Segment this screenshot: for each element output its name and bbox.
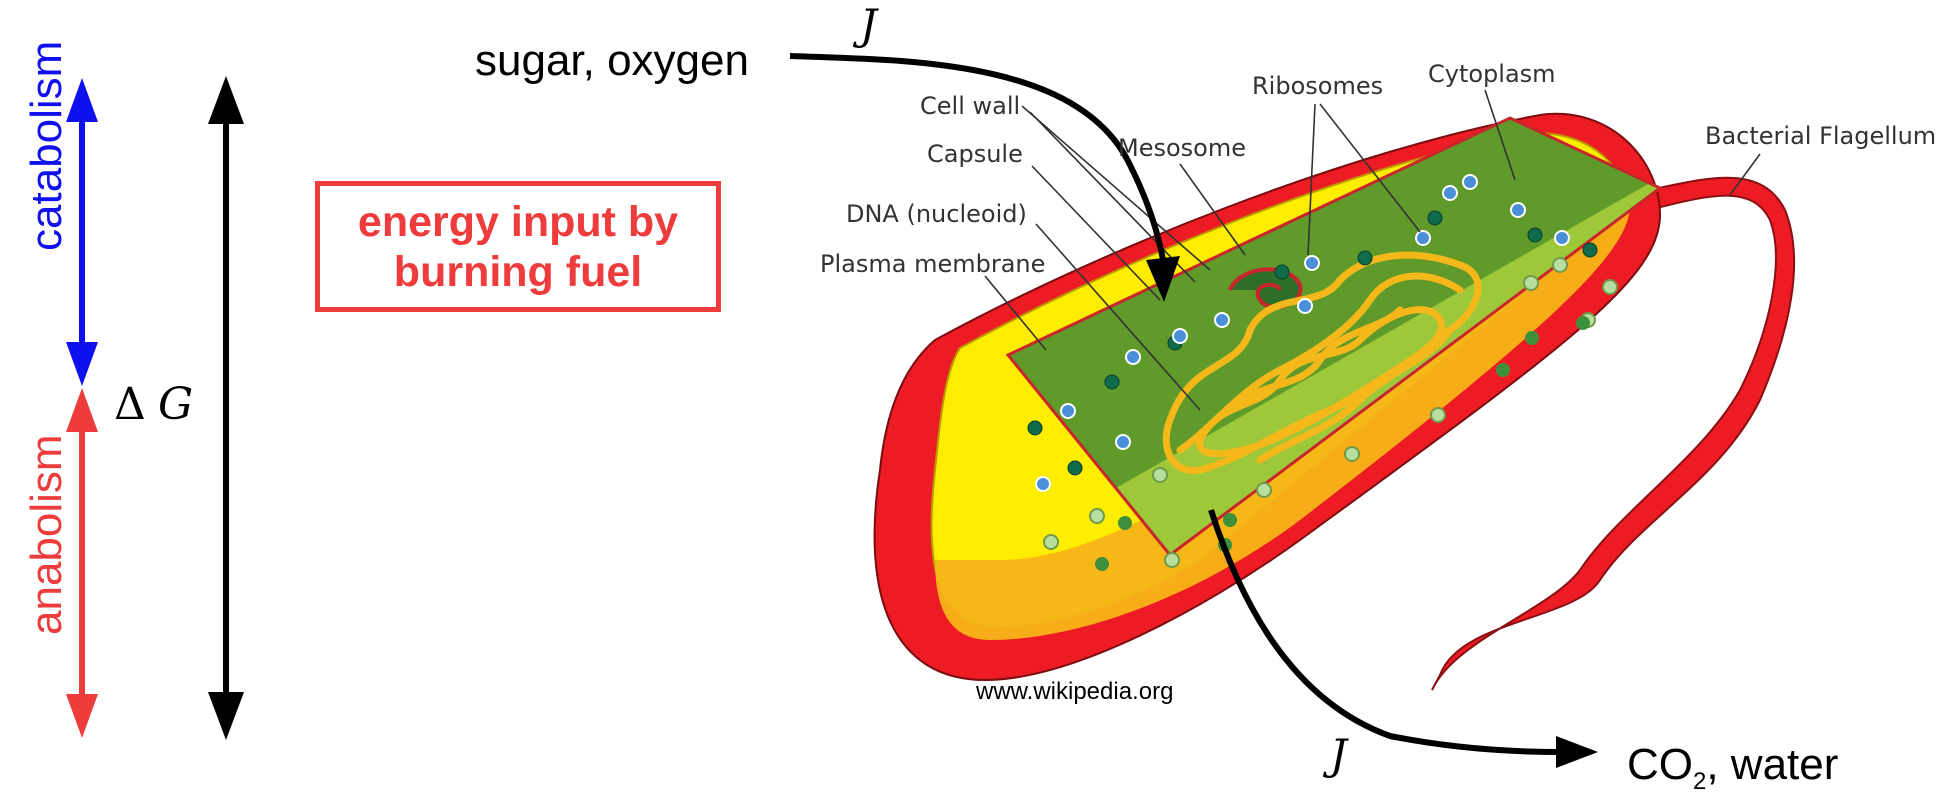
energy-input-text: energy input by burning fuel bbox=[358, 197, 678, 297]
bacterium-illustration bbox=[875, 100, 1795, 690]
label-capsule: Capsule bbox=[927, 140, 1023, 168]
input-label: sugar, oxygen bbox=[475, 36, 749, 86]
delta-g-label: Δ G bbox=[114, 380, 193, 430]
label-flagellum: Bacterial Flagellum bbox=[1705, 122, 1936, 150]
output-label: CO2, water bbox=[1627, 740, 1838, 807]
label-plasma-membrane: Plasma membrane bbox=[820, 250, 1045, 278]
g-variable: G bbox=[158, 379, 193, 430]
output-label-subscript: 2 bbox=[1693, 768, 1706, 795]
anabolism-label: anabolism bbox=[22, 455, 72, 635]
label-dna: DNA (nucleoid) bbox=[846, 200, 1027, 228]
delta-symbol: Δ bbox=[114, 379, 146, 430]
input-flux-symbol: J bbox=[860, 2, 877, 48]
credit: www.wikipedia.org bbox=[976, 678, 1173, 706]
output-label-suffix: , water bbox=[1706, 740, 1838, 789]
energy-input-box: energy input by burning fuel bbox=[315, 181, 721, 312]
label-cytoplasm: Cytoplasm bbox=[1428, 60, 1556, 88]
output-flux-arrowhead bbox=[1556, 736, 1598, 768]
label-ribosomes: Ribosomes bbox=[1252, 72, 1383, 100]
label-cell-wall: Cell wall bbox=[920, 92, 1020, 120]
output-flux-symbol: J bbox=[1330, 732, 1347, 778]
delta-g-arrow bbox=[208, 76, 244, 740]
catabolism-label: catabolism bbox=[22, 71, 72, 251]
label-mesosome: Mesosome bbox=[1118, 134, 1246, 162]
output-label-prefix: CO bbox=[1627, 740, 1693, 789]
